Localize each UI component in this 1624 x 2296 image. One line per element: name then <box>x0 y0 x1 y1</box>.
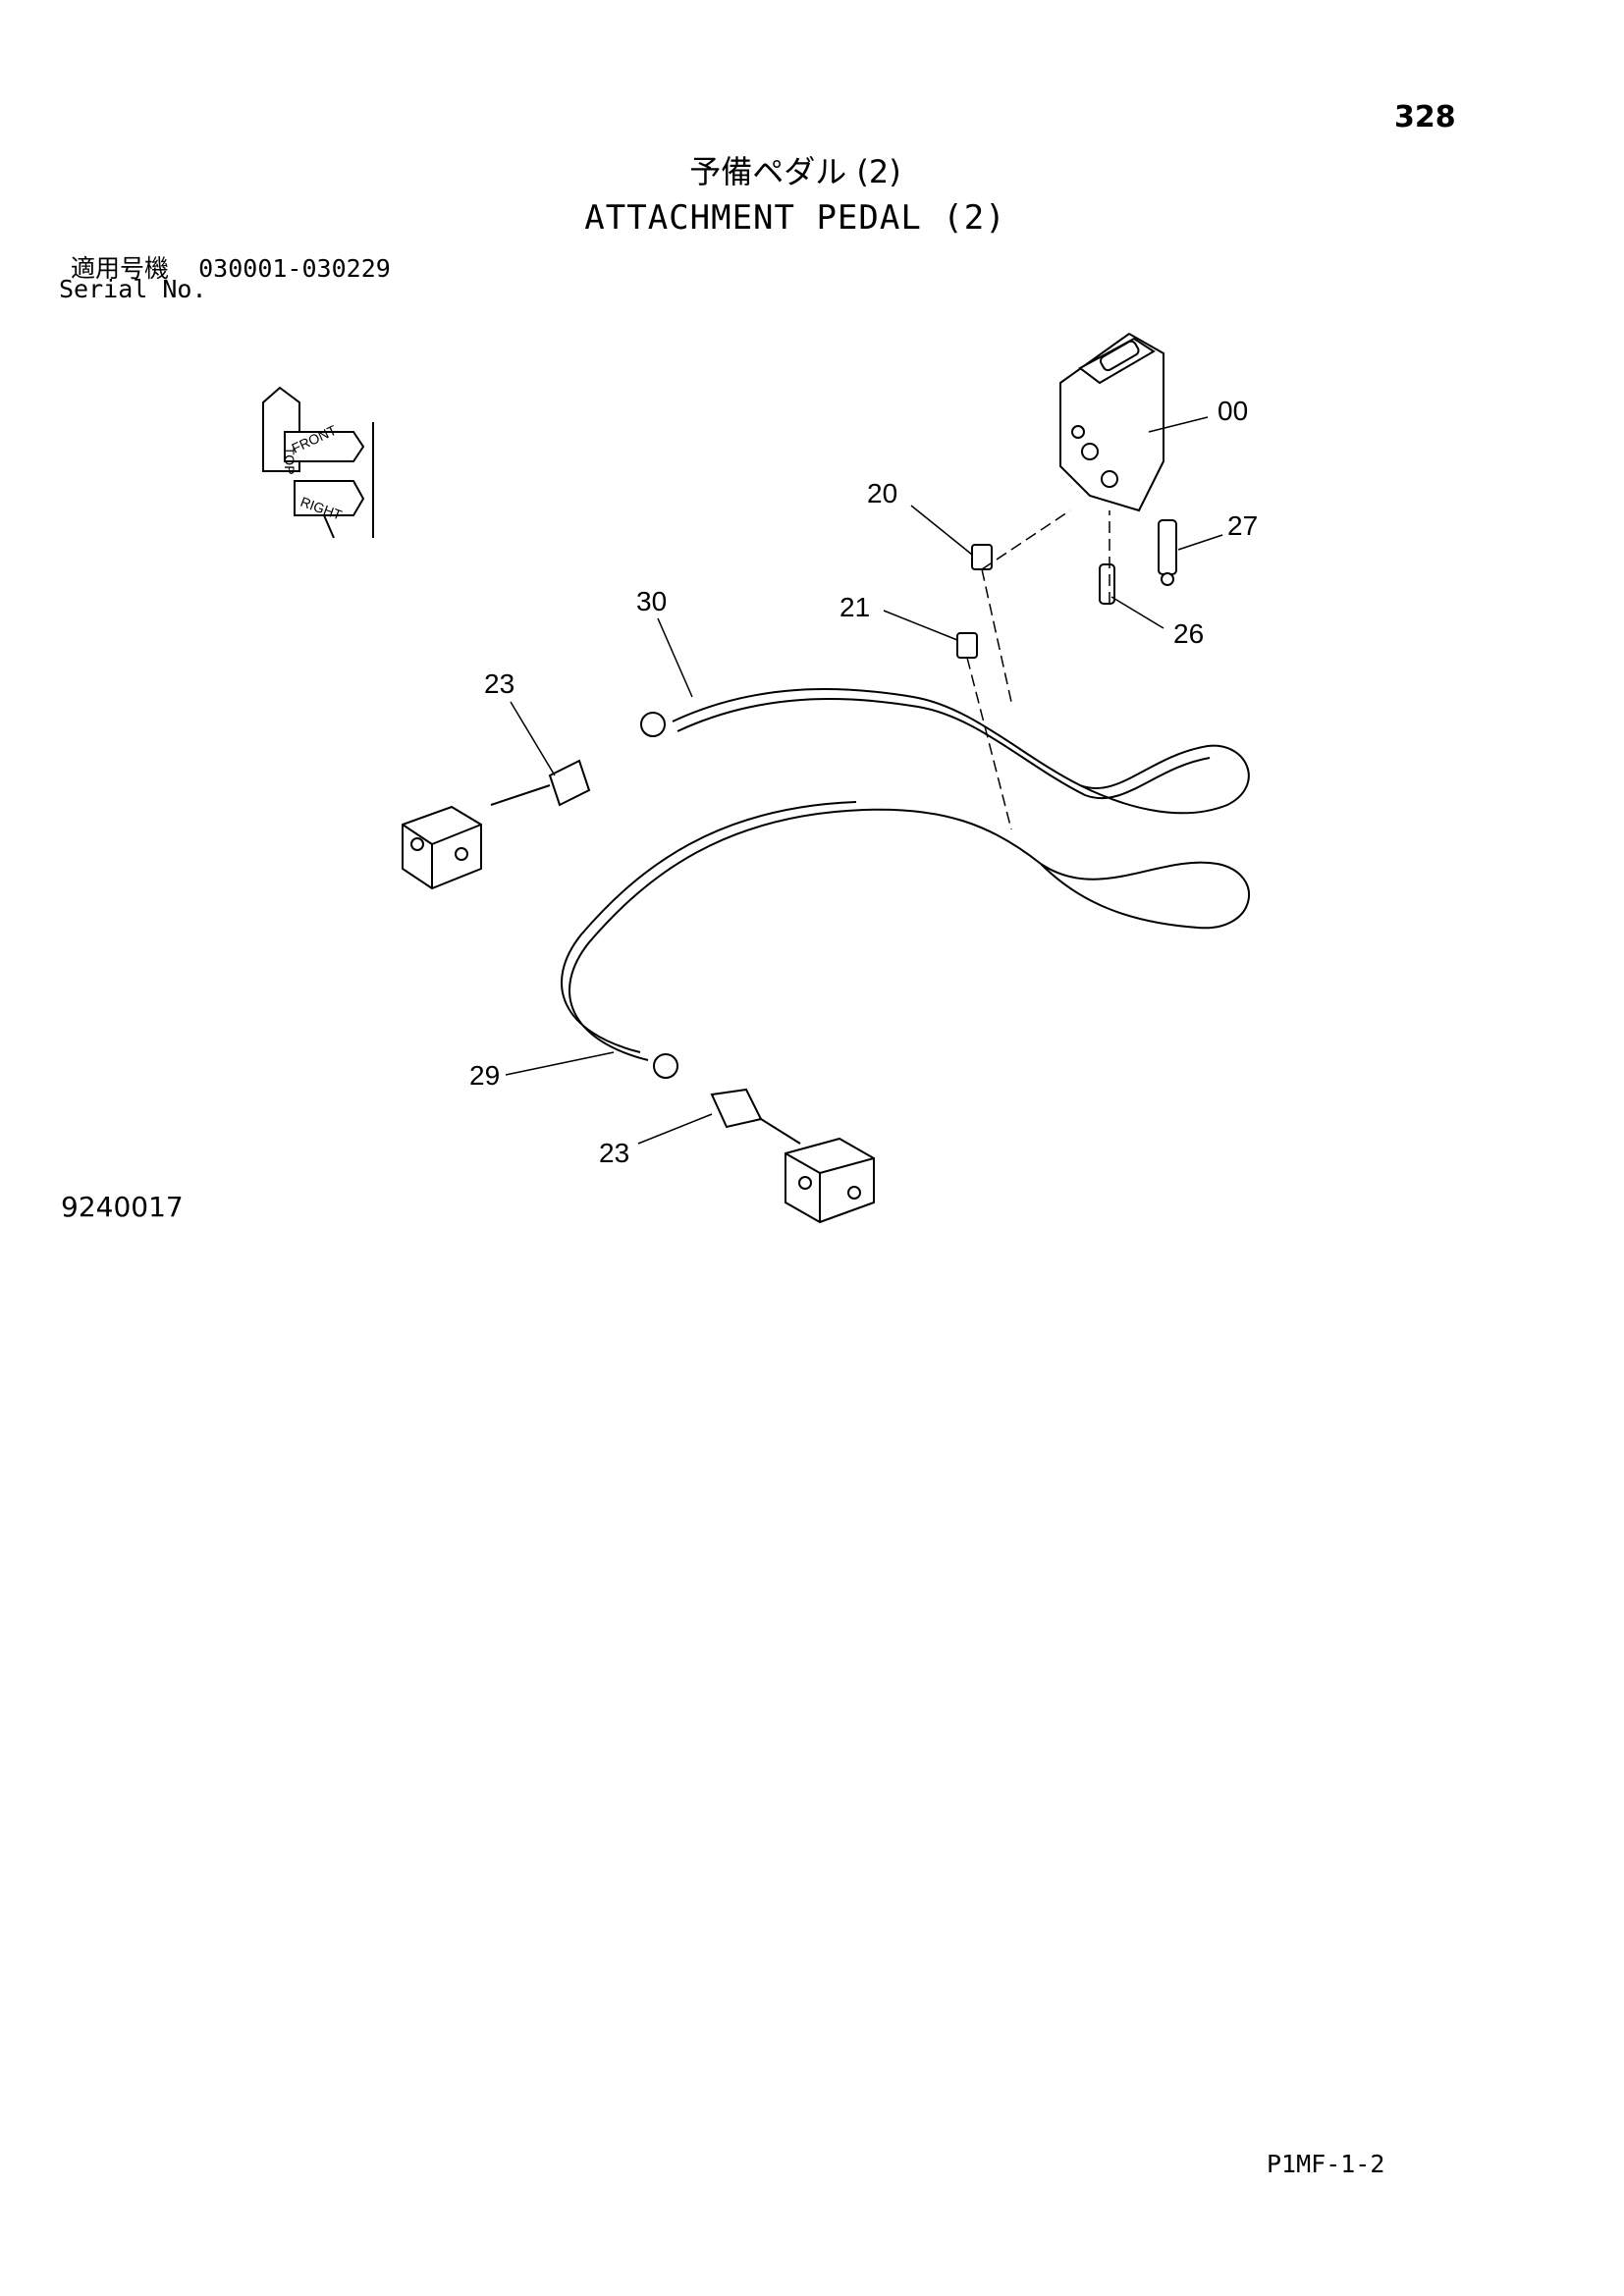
pedal-assembly <box>1059 332 1164 512</box>
control-valve-block-right <box>785 1137 875 1224</box>
front-arrow <box>284 431 365 462</box>
fitting-20 <box>971 544 993 570</box>
callout-26: 26 <box>1173 618 1204 649</box>
control-valve-block-left <box>402 805 482 890</box>
callout-23-upper: 23 <box>484 668 514 699</box>
right-arrow <box>294 480 365 516</box>
callout-21: 21 <box>839 592 870 622</box>
fitting-21 <box>956 632 978 659</box>
valve-23-upper <box>490 759 591 807</box>
callout-27: 27 <box>1227 510 1258 541</box>
callout-20: 20 <box>867 478 897 508</box>
callout-00: 00 <box>1218 396 1248 426</box>
fitting-26 <box>1099 563 1115 605</box>
page-title-japanese: 予備ペダル (2) <box>689 153 901 190</box>
serial-label-japanese: 適用号機 <box>71 254 170 283</box>
hose-29 <box>561 801 1251 1079</box>
fitting-27 <box>1158 519 1177 575</box>
figure-number: 9240017 <box>61 1191 184 1223</box>
footer-code: P1MF-1-2 <box>1267 2150 1385 2178</box>
page-number: 328 <box>1394 100 1456 134</box>
callout-30: 30 <box>636 586 667 616</box>
callout-29: 29 <box>469 1060 500 1091</box>
serial-line: 適用号機 030001-030229 <box>71 249 391 285</box>
serial-range: 030001-030229 <box>198 254 391 283</box>
hose-30 <box>640 688 1250 815</box>
orientation-indicator: TOP FRONT RIGHT <box>262 386 374 539</box>
fittings <box>956 519 1177 659</box>
orientation-top-label: TOP <box>282 447 298 475</box>
serial-label: Serial No. <box>59 275 207 303</box>
valve-23-lower <box>710 1088 801 1145</box>
callout-23-lower: 23 <box>599 1138 629 1168</box>
page-title: ATTACHMENT PEDAL (2) <box>584 198 1006 238</box>
